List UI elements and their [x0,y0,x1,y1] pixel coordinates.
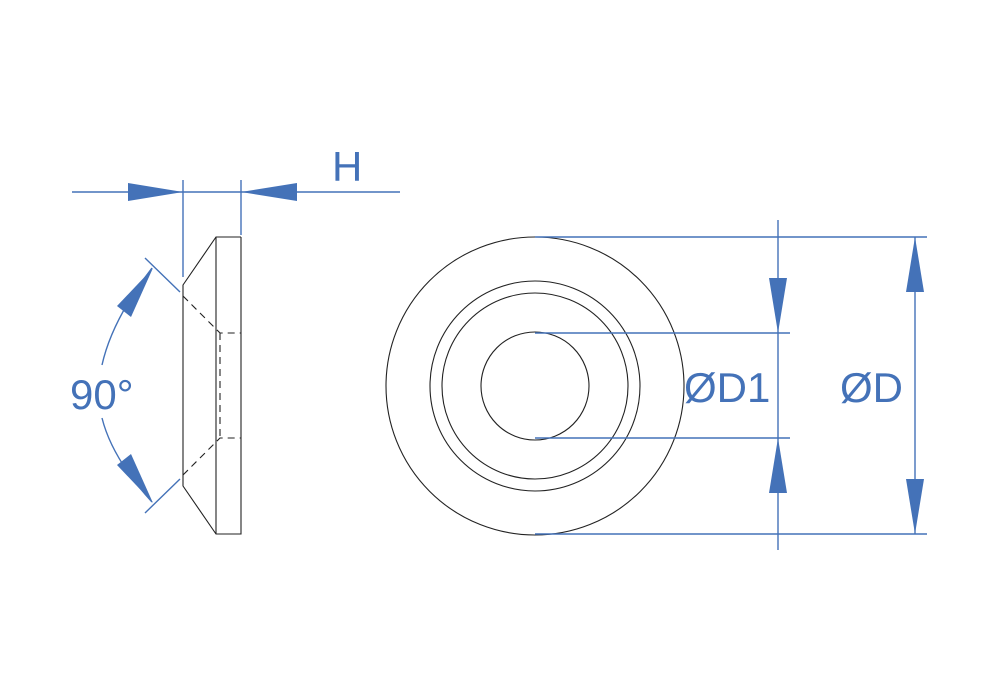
extension-line [144,257,181,293]
countersink-circle [429,280,641,492]
arrowhead [769,278,787,333]
angle-dimension: 90° [70,257,181,514]
arrowhead [769,438,787,493]
outer-circle [385,236,685,536]
arrowhead [906,479,924,534]
countersink-inner-circle [441,292,629,480]
arrowhead [906,237,924,292]
extension-line [144,478,181,514]
angle-label: 90° [70,371,134,418]
height-dimension: H [72,143,400,277]
arrowhead [241,183,297,201]
inner-diameter-dimension: ØD1 [535,220,790,550]
arrowhead [128,183,183,201]
hidden-line-bottom [182,437,241,476]
height-label: H [332,143,362,190]
front-view [385,236,685,536]
arrowhead [117,454,153,503]
bore-circle [480,331,590,441]
side-outline [182,236,242,535]
arrowhead [117,268,153,317]
outer-diameter-dimension: ØD [535,236,927,535]
outer-diameter-label: ØD [840,364,903,411]
inner-diameter-label: ØD1 [684,364,770,411]
side-view [182,236,242,535]
hidden-line-top [182,295,241,334]
